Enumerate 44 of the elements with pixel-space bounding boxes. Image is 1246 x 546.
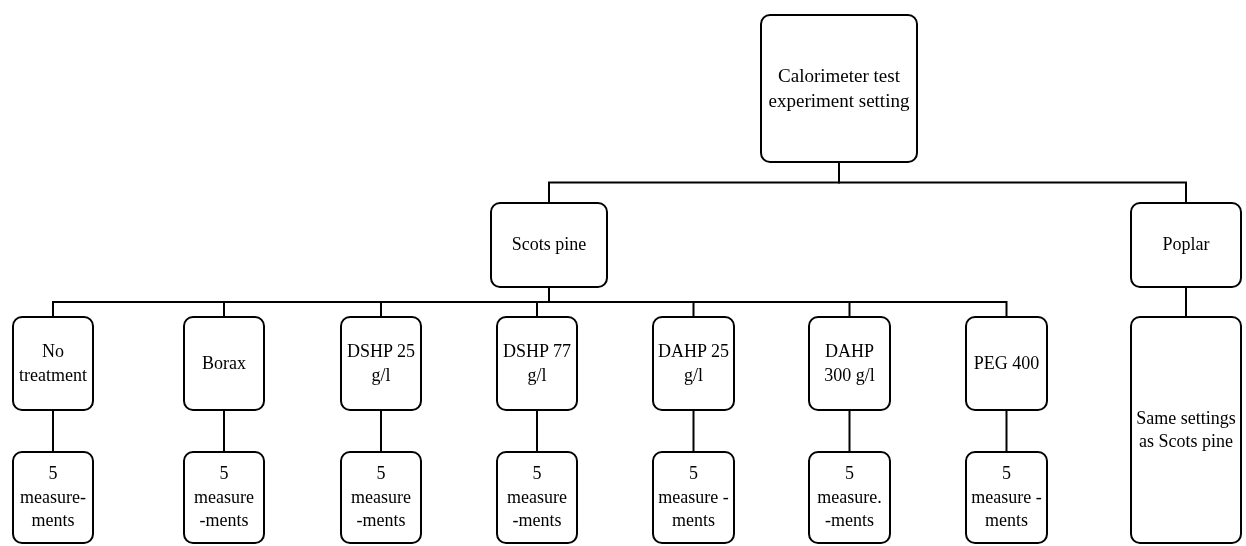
box-label: DSHP 25 g/l bbox=[346, 340, 416, 387]
tree-box bbox=[808, 316, 891, 411]
connector-line bbox=[1185, 287, 1187, 317]
tree-box bbox=[1130, 316, 1242, 544]
box-label: 5 measure -ments bbox=[350, 462, 412, 533]
tree-box bbox=[340, 316, 422, 411]
tree-box bbox=[1130, 202, 1242, 288]
box-label: DSHP 77 g/l bbox=[502, 340, 572, 387]
box-label: Calorimeter test experiment setting bbox=[767, 63, 911, 113]
tree-box bbox=[808, 451, 891, 544]
box-label: Poplar bbox=[1162, 233, 1210, 257]
box-label: PEG 400 bbox=[973, 351, 1040, 375]
tree-box bbox=[652, 316, 735, 411]
tree-box bbox=[652, 451, 735, 544]
tree-box bbox=[490, 202, 608, 288]
tree-box bbox=[340, 451, 422, 544]
box-label: 5 measure. -ments bbox=[816, 462, 883, 533]
box-label: DAHP 300 g/l bbox=[823, 340, 876, 387]
tree-box bbox=[12, 451, 94, 544]
tree-box bbox=[183, 451, 265, 544]
connector-line bbox=[223, 410, 225, 452]
connector-line bbox=[692, 410, 695, 452]
box-label: 5 measure -ments bbox=[193, 462, 255, 533]
box-label: 5 measure -ments bbox=[658, 462, 729, 533]
connector-line bbox=[380, 410, 382, 452]
box-label: 5 measure-ments bbox=[19, 462, 87, 533]
tree-box bbox=[12, 316, 94, 411]
connector-line bbox=[1005, 410, 1008, 452]
box-label: Borax bbox=[202, 351, 246, 375]
box-label: 5 measure -ments bbox=[506, 462, 568, 533]
connector-line bbox=[848, 410, 851, 452]
tree-box bbox=[496, 316, 578, 411]
box-label: Scots pine bbox=[511, 233, 587, 257]
connector-line bbox=[536, 410, 538, 452]
box-label: No treatment bbox=[18, 340, 88, 387]
box-label: Same settings as Scots pine bbox=[1136, 406, 1236, 453]
tree-box bbox=[760, 14, 918, 163]
box-label: 5 measure -ments bbox=[971, 462, 1042, 533]
box-label: DAHP 25 g/l bbox=[658, 340, 729, 387]
tree-box bbox=[965, 316, 1048, 411]
connector-line bbox=[52, 410, 54, 452]
tree-box bbox=[496, 451, 578, 544]
tree-box bbox=[183, 316, 265, 411]
tree-box bbox=[965, 451, 1048, 544]
